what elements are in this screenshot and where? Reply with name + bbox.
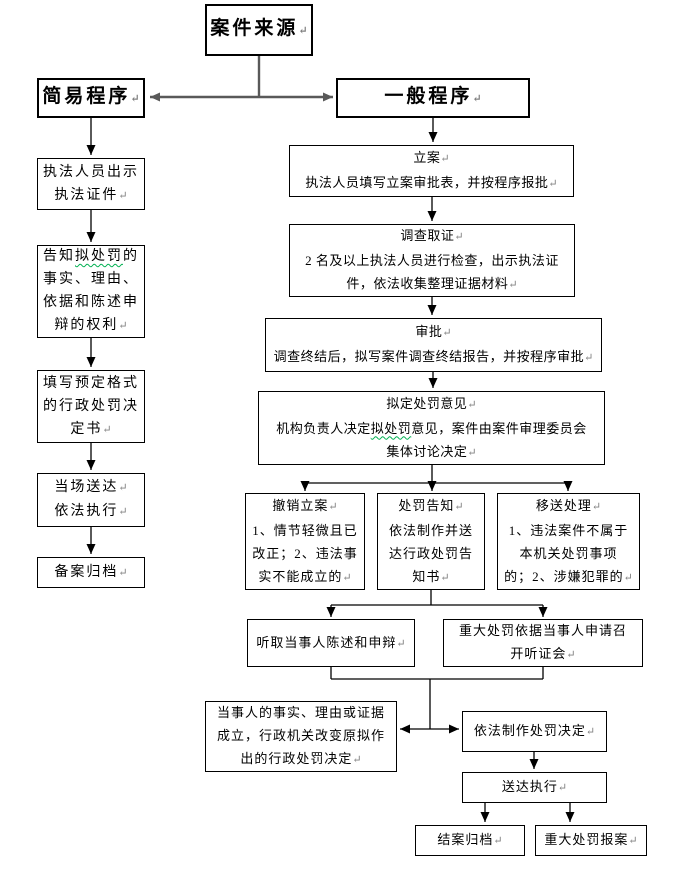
text-line: 移送处理↵ <box>535 497 602 513</box>
text-line: 实不能成立的↵ <box>258 568 352 584</box>
text-line: 一般程序↵ <box>384 86 482 107</box>
node-make-penalty-decision: 依法制作处罚决定↵ <box>462 711 607 752</box>
text-line: 出的行政处罚决定↵ <box>240 751 362 766</box>
text-line: 的；2、涉嫌犯罪的↵ <box>504 568 633 584</box>
top-split-connector <box>150 56 333 102</box>
text-line: 执法人员填写立案审批表，并按程序报批↵ <box>305 175 558 190</box>
node-deliver-execute: 送达执行↵ <box>462 772 607 803</box>
text-line: 告知拟处罚的 <box>43 249 139 264</box>
node-hear-statement-defense: 听取当事人陈述和申辩↵ <box>247 619 415 667</box>
text-line: 开听证会↵ <box>510 646 576 661</box>
node-show-credentials: 执法人员出示 执法证件↵ <box>37 158 145 210</box>
decision-join-connector <box>330 667 544 734</box>
text-line: 达行政处罚告 <box>388 545 473 561</box>
node-simple-procedure: 简易程序↵ <box>37 78 145 118</box>
node-revoke-case: 撤销立案↵ 1、情节轻微且已 改正；2、违法事 实不能成立的↵ <box>245 493 365 590</box>
text-line: 依法制作处罚决定↵ <box>473 723 596 738</box>
text-line: 机构负责人决定拟处罚意见，案件由案件审理委员会 <box>276 420 587 436</box>
text-line: 送达执行↵ <box>501 779 568 794</box>
text-line: 重大处罚依据当事人申请召 <box>458 623 627 638</box>
text-line: 当事人的事实、理由或证据 <box>216 705 385 720</box>
node-general-procedure: 一般程序↵ <box>336 78 530 118</box>
node-investigation: 调查取证↵ 2 名及以上执法人员进行检查，出示执法证 件，依法收集整理证据材料↵ <box>289 224 575 297</box>
node-close-archive: 结案归档↵ <box>415 825 525 856</box>
outcome-split-connector <box>300 465 573 491</box>
text-line: 立案↵ <box>413 150 450 165</box>
text-line: 辩的权利↵ <box>54 318 128 333</box>
node-fill-preset-decision: 填写预定格式 的行政处罚决 定书↵ <box>37 370 145 443</box>
node-change-draft-decision: 当事人的事实、理由或证据 成立，行政机关改变原拟作 出的行政处罚决定↵ <box>205 701 397 772</box>
text-line: 依法制作并送 <box>388 522 473 538</box>
text-line: 简易程序↵ <box>42 86 140 107</box>
text-line: 执法人员出示 <box>43 164 139 180</box>
hearing-split-connector <box>326 590 548 617</box>
text-line: 1、违法案件不属于 <box>508 522 629 538</box>
text-line: 填写预定格式 <box>43 375 139 391</box>
text-line: 件，依法收集整理证据材料↵ <box>346 276 518 291</box>
text-line: 的行政处罚决 <box>43 398 139 414</box>
node-case-source: 案件来源↵ <box>205 4 313 56</box>
node-onsite-delivery: 当场送达↵ 依法执行↵ <box>37 473 145 527</box>
text-line: 本机关处罚事项 <box>519 545 618 561</box>
text-line: 调查取证↵ <box>400 228 464 243</box>
text-line: 事实、理由、 <box>43 272 139 287</box>
node-approval: 审批↵ 调查终结后，拟写案件调查终结报告，并按程序审批↵ <box>265 318 602 372</box>
text-line: 成立，行政机关改变原拟作 <box>216 728 385 743</box>
text-line: 依据和陈述申 <box>43 295 139 310</box>
text-line: 审批↵ <box>415 324 452 339</box>
text-line: 定书↵ <box>70 421 112 437</box>
text-line: 改正；2、违法事 <box>252 545 358 561</box>
text-line: 当场送达↵ <box>54 480 128 495</box>
text-line: 拟定处罚意见↵ <box>386 395 477 411</box>
general-column-arrows <box>427 118 438 388</box>
text-line: 依法执行↵ <box>54 504 128 519</box>
text-line: 听取当事人陈述和申辩↵ <box>256 634 406 650</box>
text-line: 撤销立案↵ <box>272 497 338 513</box>
text-line: 备案归档↵ <box>54 564 128 580</box>
node-hold-hearing: 重大处罚依据当事人申请召 开听证会↵ <box>443 619 643 667</box>
node-inform-rights: 告知拟处罚的 事实、理由、 依据和陈述申 辩的权利↵ <box>37 245 145 338</box>
node-transfer-case: 移送处理↵ 1、违法案件不属于 本机关处罚事项 的；2、涉嫌犯罪的↵ <box>497 493 640 590</box>
node-record-archive: 备案归档↵ <box>37 557 145 588</box>
text-line: 2 名及以上执法人员进行检查，出示执法证 <box>305 253 559 268</box>
text-line: 处罚告知↵ <box>398 497 464 513</box>
text-line: 执法证件↵ <box>54 187 128 203</box>
text-line: 案件来源↵ <box>210 18 308 39</box>
node-draft-penalty-opinion: 拟定处罚意见↵ 机构负责人决定拟处罚意见，案件由案件审理委员会 集体讨论决定↵ <box>258 391 605 465</box>
text-line: 重大处罚报案↵ <box>544 832 638 847</box>
node-case-filing: 立案↵ 执法人员填写立案审批表，并按程序报批↵ <box>289 145 574 197</box>
text-line: 1、情节轻微且已 <box>252 522 358 538</box>
node-penalty-notice: 处罚告知↵ 依法制作并送 达行政处罚告 知书↵ <box>377 493 485 590</box>
text-line: 集体讨论决定↵ <box>386 443 477 459</box>
text-line: 知书↵ <box>412 568 450 584</box>
text-line: 结案归档↵ <box>437 832 503 847</box>
bottom-arrows <box>480 752 575 822</box>
text-line: 调查终结后，拟写案件调查终结报告，并按程序审批↵ <box>273 349 594 364</box>
node-major-penalty-report: 重大处罚报案↵ <box>535 825 647 856</box>
